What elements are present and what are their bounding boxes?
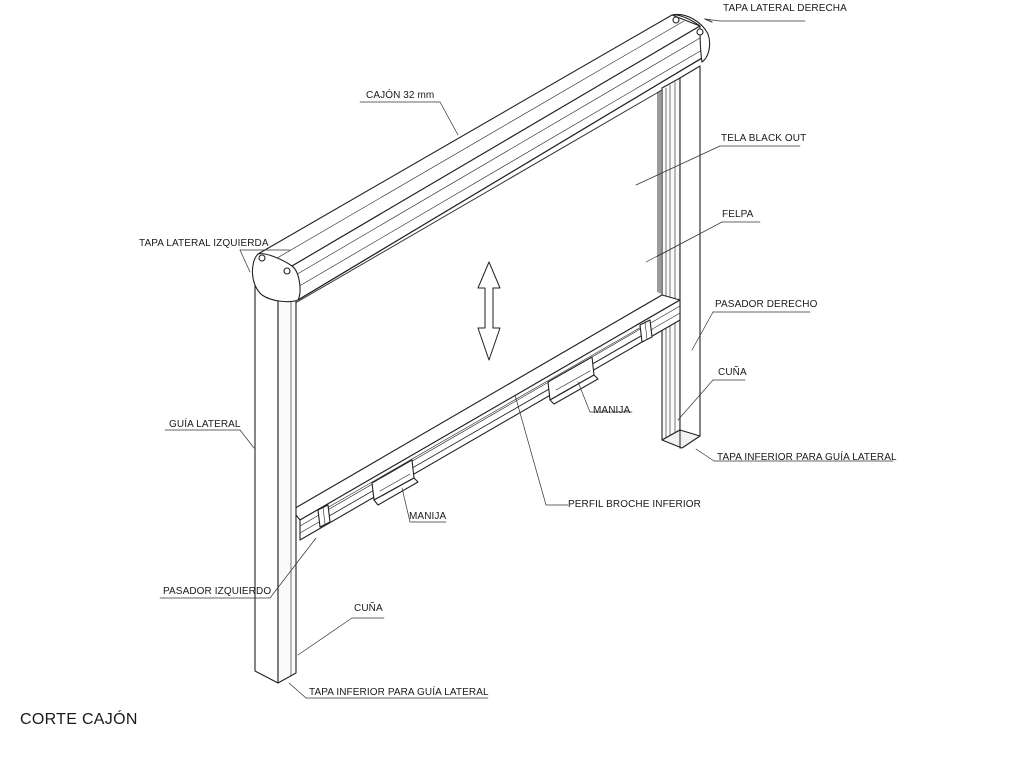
label-tela-black-out: TELA BLACK OUT bbox=[721, 133, 807, 144]
leader-lines bbox=[159, 18, 894, 699]
manija-izquierda bbox=[371, 459, 419, 506]
label-guia-lateral: GUÍA LATERAL bbox=[169, 419, 241, 430]
pasador-derecho bbox=[639, 319, 653, 343]
label-perfil-broche-inferior: PERFIL BROCHE INFERIOR bbox=[568, 499, 701, 510]
label-cuna-izquierda: CUÑA bbox=[354, 603, 383, 614]
pasador-izquierdo bbox=[317, 504, 331, 528]
label-tapa-lateral-izquierda: TAPA LATERAL IZQUIERDA bbox=[139, 238, 269, 249]
manija-derecha bbox=[547, 356, 599, 405]
label-manija-derecha: MANIJA bbox=[593, 405, 631, 416]
label-manija-izquierda: MANIJA bbox=[409, 511, 447, 522]
up-down-arrow-icon bbox=[477, 261, 501, 361]
label-cuna-derecha: CUÑA bbox=[718, 367, 747, 378]
felpa-brush bbox=[657, 90, 661, 294]
label-tapa-inferior-izquierda: TAPA INFERIOR PARA GUÍA LATERAL bbox=[309, 687, 489, 698]
end-cap-right bbox=[671, 13, 711, 63]
label-felpa: FELPA bbox=[722, 209, 754, 220]
end-cap-left bbox=[251, 253, 301, 303]
label-tapa-inferior-derecha: TAPA INFERIOR PARA GUÍA LATERAL bbox=[717, 452, 897, 463]
right-guide-rail bbox=[661, 65, 701, 449]
label-cajon: CAJÓN 32 mm bbox=[366, 90, 435, 101]
left-guide-rail bbox=[254, 277, 297, 684]
label-pasador-izquierdo: PASADOR IZQUIERDO bbox=[163, 586, 272, 597]
label-tapa-lateral-derecha: TAPA LATERAL DERECHA bbox=[723, 3, 847, 14]
top-cassette bbox=[257, 14, 703, 301]
label-pasador-derecho: PASADOR DERECHO bbox=[715, 299, 818, 310]
diagram-caption: CORTE CAJÓN bbox=[20, 711, 138, 728]
